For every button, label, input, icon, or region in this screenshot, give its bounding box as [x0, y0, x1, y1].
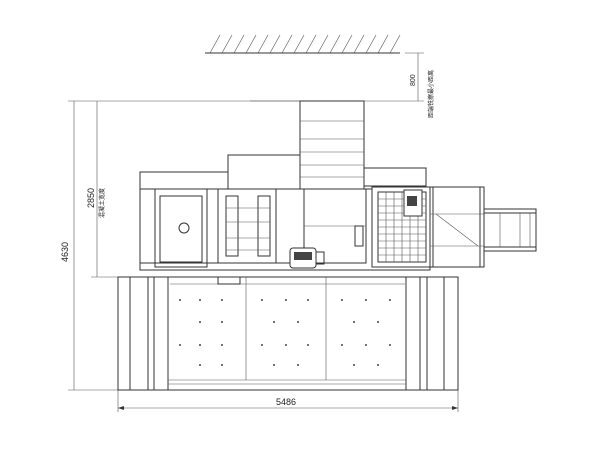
concrete-height-value: 2850: [86, 188, 96, 208]
total-width-dimension: 5486: [117, 390, 459, 412]
anchor-bolts: [179, 299, 391, 366]
right-frame: [429, 186, 537, 268]
ceiling-clearance-value: 800: [410, 74, 417, 86]
concrete-height-dimension: 2850 混凝土宽度: [86, 101, 118, 278]
total-height-dimension: 4630: [60, 100, 305, 391]
total-height-value: 4630: [60, 242, 70, 262]
foundation-pit: [117, 276, 459, 391]
vertical-column: [227, 100, 427, 191]
ceiling-clearance-note: 距端铣擦最小距离: [427, 70, 435, 118]
motor: [289, 247, 325, 269]
ceiling-hatch: [205, 34, 401, 54]
total-width-value: 5486: [276, 397, 296, 407]
tool-rack: [371, 186, 431, 268]
concrete-height-note: 混凝土宽度: [98, 188, 106, 218]
